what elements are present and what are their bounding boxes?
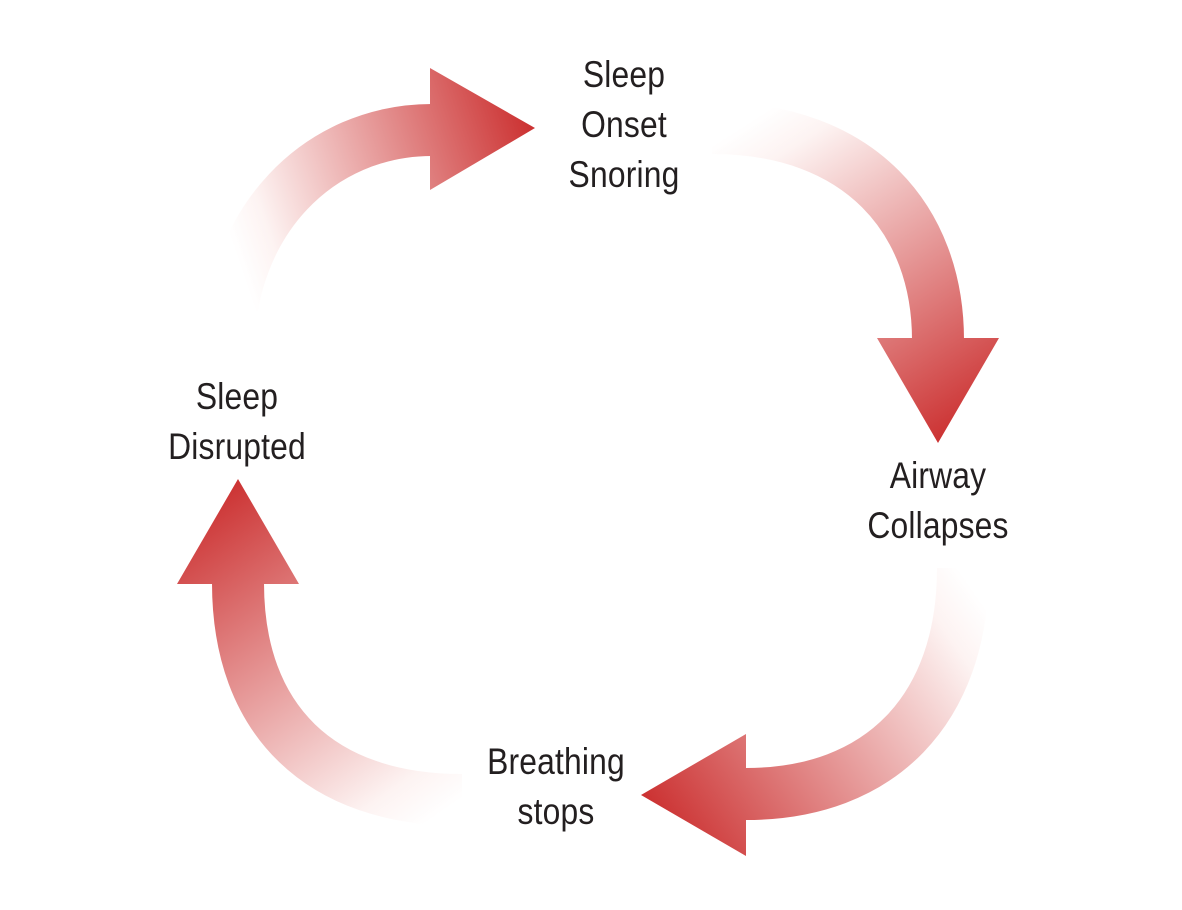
node-line: Sleep <box>195 376 279 417</box>
node-airway-collapses: Airway Collapses <box>852 451 1024 551</box>
node-breathing-stops: Breathing stops <box>470 737 642 837</box>
node-line: Onset <box>581 104 667 145</box>
arrow-breathing-to-disrupted <box>177 479 463 826</box>
arrow-onset-to-airway <box>711 102 999 443</box>
node-line: Snoring <box>568 154 680 195</box>
node-line: stops <box>517 791 595 832</box>
node-sleep-onset-snoring: Sleep Onset Snoring <box>538 50 710 200</box>
node-line: Sleep <box>582 54 666 95</box>
node-sleep-disrupted: Sleep Disrupted <box>151 372 323 472</box>
node-line: Collapses <box>867 505 1009 546</box>
node-line: Breathing <box>487 741 625 782</box>
node-line: Disrupted <box>168 426 306 467</box>
node-line: Airway <box>889 455 987 496</box>
arrow-airway-to-breathing <box>641 567 989 856</box>
arrow-disrupted-to-onset <box>202 68 535 356</box>
